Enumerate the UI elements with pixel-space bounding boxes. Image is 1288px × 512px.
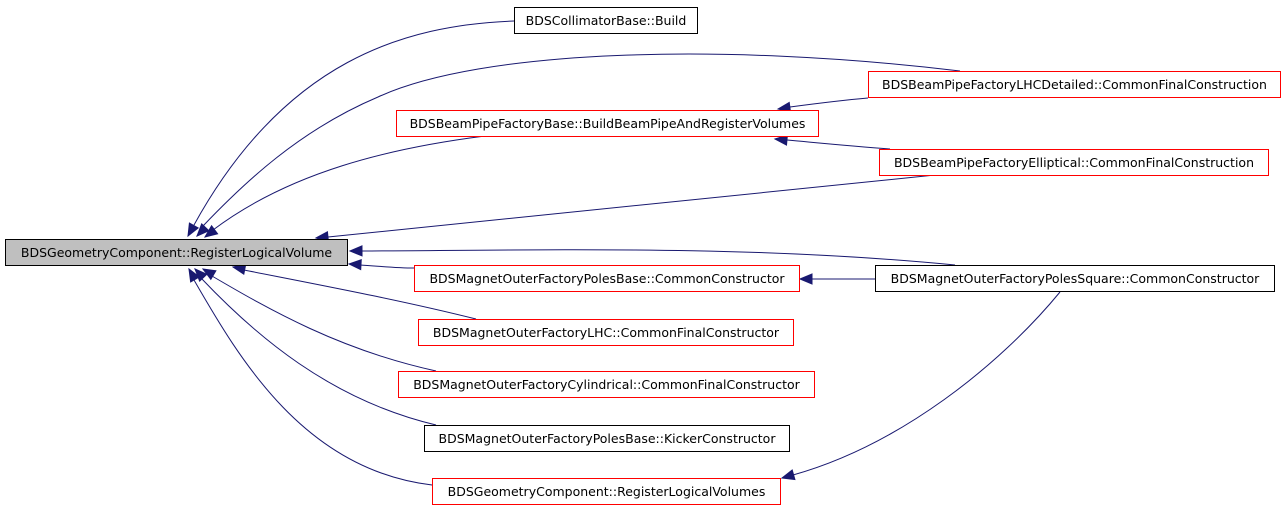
node-poles-square-common[interactable]: BDSMagnetOuterFactoryPolesSquare::Common…	[875, 265, 1275, 292]
edge-register_volumes-to-root	[193, 279, 433, 486]
edge-lhc_detailed-to-root	[202, 53, 961, 227]
arrowhead-lhc_detailed-to-root	[196, 222, 210, 237]
edge-outer_cylindrical-to-root	[211, 275, 437, 372]
edge-build_beampipe-to-root	[212, 135, 486, 231]
node-build-beampipe[interactable]: BDSBeamPipeFactoryBase::BuildBeamPipeAnd…	[396, 110, 819, 137]
node-elliptical[interactable]: BDSBeamPipeFactoryElliptical::CommonFina…	[879, 149, 1269, 176]
edge-poles_base_kicker-to-root	[200, 277, 437, 426]
arrowhead-poles_base_common-to-root	[347, 258, 362, 271]
arrowhead-register_volumes-to-root	[188, 267, 201, 283]
edge-poles_square_common-to-register_volumes	[792, 291, 1061, 476]
arrowhead-elliptical-to-build_beampipe	[773, 134, 788, 146]
node-register-volumes[interactable]: BDSGeometryComponent::RegisterLogicalVol…	[432, 478, 781, 505]
edge-elliptical-to-root	[327, 174, 936, 238]
edge-elliptical-to-build_beampipe	[786, 139, 891, 150]
node-root: BDSGeometryComponent::RegisterLogicalVol…	[5, 239, 348, 266]
node-outer-cylindrical[interactable]: BDSMagnetOuterFactoryCylindrical::Common…	[398, 371, 815, 398]
node-poles-base-kicker[interactable]: BDSMagnetOuterFactoryPolesBase::KickerCo…	[424, 425, 790, 452]
edge-poles_base_common-to-root	[359, 264, 415, 269]
arrowhead-poles_square_common-to-register_volumes	[780, 469, 796, 481]
edge-poles_square_common-to-root	[361, 249, 956, 266]
node-lhc-detailed[interactable]: BDSBeamPipeFactoryLHCDetailed::CommonFin…	[868, 71, 1281, 98]
arrowhead-poles_square_common-to-root	[348, 245, 363, 257]
node-outer-lhc[interactable]: BDSMagnetOuterFactoryLHC::CommonFinalCon…	[418, 319, 794, 346]
edge-lhc_detailed-to-build_beampipe	[789, 97, 869, 108]
arrowhead-poles_square_common-to-poles_base_common	[798, 273, 813, 285]
arrowhead-build_beampipe-to-root	[203, 224, 219, 238]
edge-outer_lhc-to-root	[243, 269, 477, 320]
node-poles-base-common[interactable]: BDSMagnetOuterFactoryPolesBase::CommonCo…	[414, 265, 800, 292]
edge-collimator_build-to-root	[193, 20, 515, 226]
node-collimator-build[interactable]: BDSCollimatorBase::Build	[514, 7, 698, 34]
arrowhead-collimator_build-to-root	[187, 222, 200, 238]
